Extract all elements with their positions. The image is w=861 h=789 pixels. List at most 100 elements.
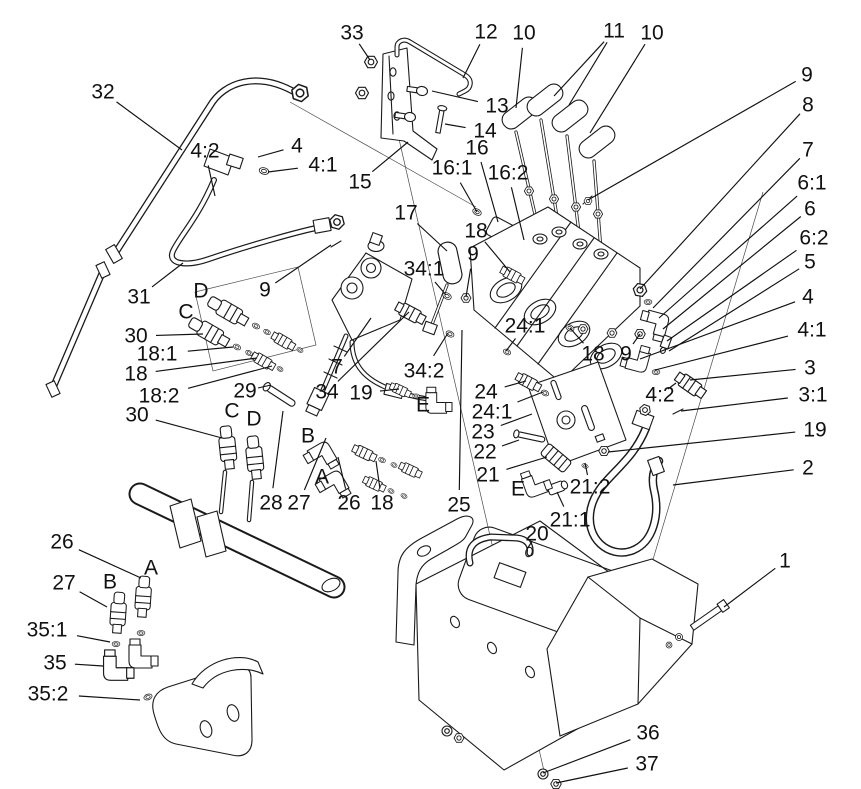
leader-line [510,187,525,241]
callout-10: 10 [640,22,663,45]
leader-line [358,43,371,61]
callout-9: 9 [259,279,271,302]
leader-line [505,338,516,352]
callout-7: 7 [331,356,343,379]
handle-tube-20 [525,546,533,558]
callout-34:2: 34:2 [404,360,445,383]
leader-line [584,462,589,476]
frame-weldment [395,515,730,789]
callout-35: 35 [43,652,66,675]
leader-line [76,635,111,643]
leader-line [187,365,273,389]
cross-tube-couplers [128,424,346,599]
hose-2 [585,403,665,557]
bolt-1 [689,599,730,631]
callout-18: 18 [464,220,487,243]
leader-line [526,541,533,550]
callout-18:1: 18:1 [137,343,178,366]
callout-1: 1 [779,550,791,573]
pin-14 [435,105,448,134]
leader-line [78,695,141,701]
callout-24:1: 24:1 [505,315,546,338]
callout-27: 27 [287,492,310,515]
callout-8: 8 [802,94,814,117]
leader-line [542,739,631,774]
leader-line [666,249,797,342]
callout-12: 12 [474,21,497,44]
leader-line [375,460,381,489]
leader-line [78,549,142,579]
leader-line [654,335,789,371]
leader-line [431,90,479,103]
leader-line [555,767,628,784]
leader-line [639,113,801,290]
leader-line [379,388,400,392]
leader-line [267,167,298,173]
cover-panel [546,558,699,737]
callout-C: C [224,400,239,423]
coupler-B [108,591,128,635]
callout-18: 18 [124,363,147,386]
washer-36 [537,768,549,780]
callout-15: 15 [348,171,371,194]
leader-line [589,43,646,134]
callout-9: 9 [801,64,813,87]
callout-26: 26 [50,531,73,554]
leader-line [337,456,347,489]
leader-line [465,268,472,298]
leader-line [371,141,409,173]
leader-line [658,195,798,319]
leader-line [257,384,272,389]
callout-28: 28 [259,492,282,515]
leader-line [607,431,796,453]
callout-29: 29 [233,380,256,403]
callout-25: 25 [447,494,470,517]
callout-13: 13 [485,95,508,118]
callout-B: B [103,571,117,594]
callout-E: E [511,478,525,501]
leader-line [155,357,258,372]
leader-line [434,281,447,296]
callout-32: 32 [91,81,114,104]
leader-line [506,456,548,470]
callout-6:1: 6:1 [797,172,826,195]
callout-18: 18 [581,343,604,366]
leader-line [444,123,466,129]
detent-plate-assembly [502,347,627,500]
leader-line [459,182,478,213]
leader-line [433,332,449,357]
callout-24: 24 [474,381,498,404]
callout-3:1: 3:1 [798,384,827,407]
callout-30: 30 [124,325,147,348]
leader-line [484,241,511,273]
control-levers [498,80,619,253]
leader-line [462,44,481,79]
callout-21:1: 21:1 [550,509,591,532]
callout-4:1: 4:1 [797,319,826,342]
leader-line [504,380,527,388]
callout-16: 16 [465,137,488,160]
callout-21: 21 [476,464,499,487]
callout-22: 22 [473,441,496,464]
callout-9: 9 [467,243,479,266]
callout-6:2: 6:2 [799,227,828,250]
couplers-upper [185,293,305,373]
callout-4: 4 [802,286,814,309]
callout-2: 2 [802,457,814,480]
leader-line [116,101,183,151]
leader-line [187,346,234,352]
callout-4:2: 4:2 [190,140,219,163]
callout-31: 31 [127,286,150,309]
callout-4:2: 4:2 [645,384,674,407]
nut-33 [363,55,379,69]
leader-line [515,47,523,109]
callout-11: 11 [603,20,625,43]
callout-16:2: 16:2 [488,162,529,185]
leader-line [667,382,677,390]
leader-line [517,391,544,403]
callout-16:1: 16:1 [432,157,473,180]
leader-line [587,80,796,201]
